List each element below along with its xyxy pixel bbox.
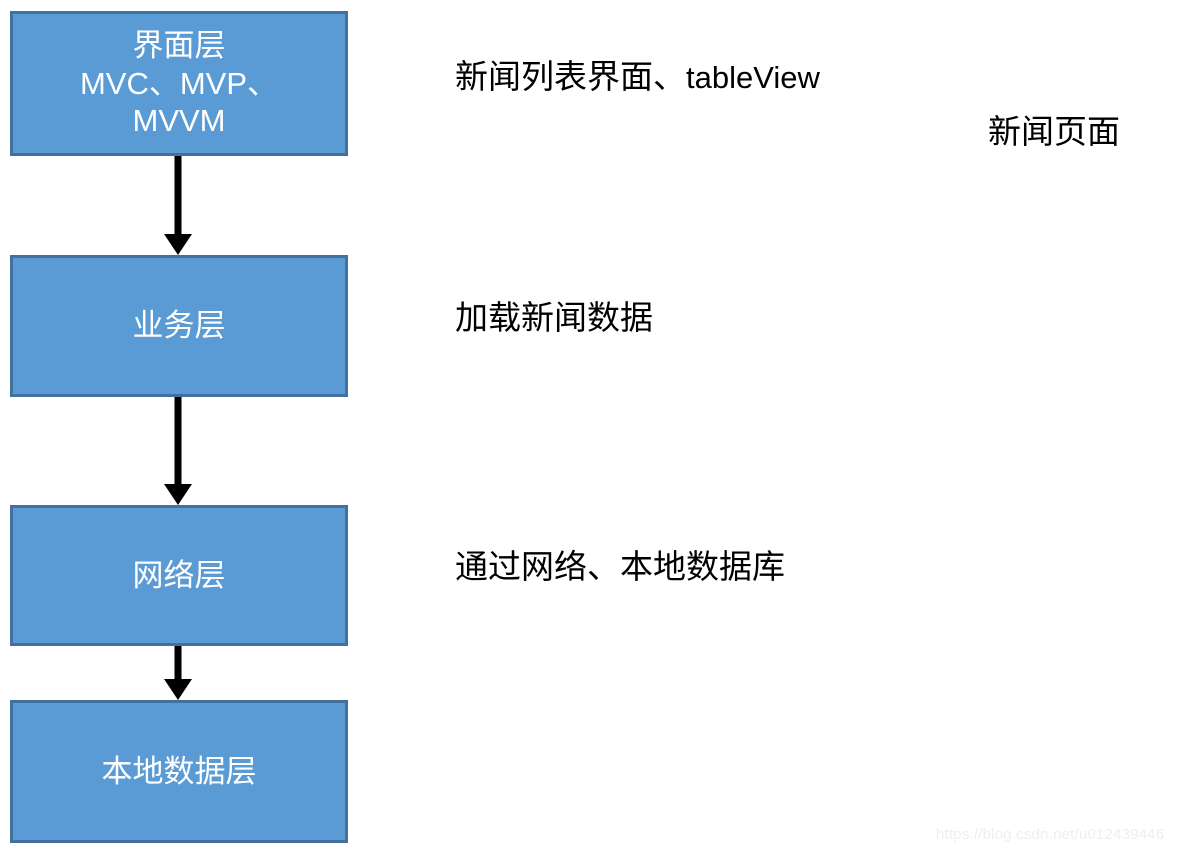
layer-box-ui: 界面层 MVC、MVP、 MVVM	[10, 11, 348, 156]
layer-box-business-title: 业务层	[132, 308, 226, 344]
layer-box-ui-title: 界面层	[132, 27, 226, 63]
layer-box-network-title: 网络层	[132, 557, 226, 593]
annotation-network-layer: 通过网络、本地数据库	[455, 552, 785, 585]
annotation-ui-layer: 新闻列表界面、tableView	[455, 62, 820, 95]
annotation-news-page: 新闻页面	[988, 117, 1120, 150]
layer-box-local-data-title: 本地数据层	[101, 753, 257, 789]
annotation-ui-layer-latin: tableView	[686, 60, 820, 95]
annotation-ui-layer-cn: 新闻列表界面、	[455, 60, 686, 96]
watermark: https://blog.csdn.net/u012439446	[936, 826, 1165, 843]
annotation-business-layer-text: 加载新闻数据	[455, 301, 653, 337]
layer-box-ui-subtitle-2: MVVM	[132, 103, 226, 139]
annotation-network-layer-text: 通过网络、本地数据库	[455, 550, 785, 586]
layer-box-local-data: 本地数据层	[10, 700, 348, 843]
annotation-news-page-text: 新闻页面	[988, 115, 1120, 151]
layer-box-network: 网络层	[10, 505, 348, 646]
annotation-business-layer: 加载新闻数据	[455, 303, 653, 336]
layer-box-ui-subtitle: MVC、MVP、	[79, 65, 279, 101]
layer-box-business: 业务层	[10, 255, 348, 397]
